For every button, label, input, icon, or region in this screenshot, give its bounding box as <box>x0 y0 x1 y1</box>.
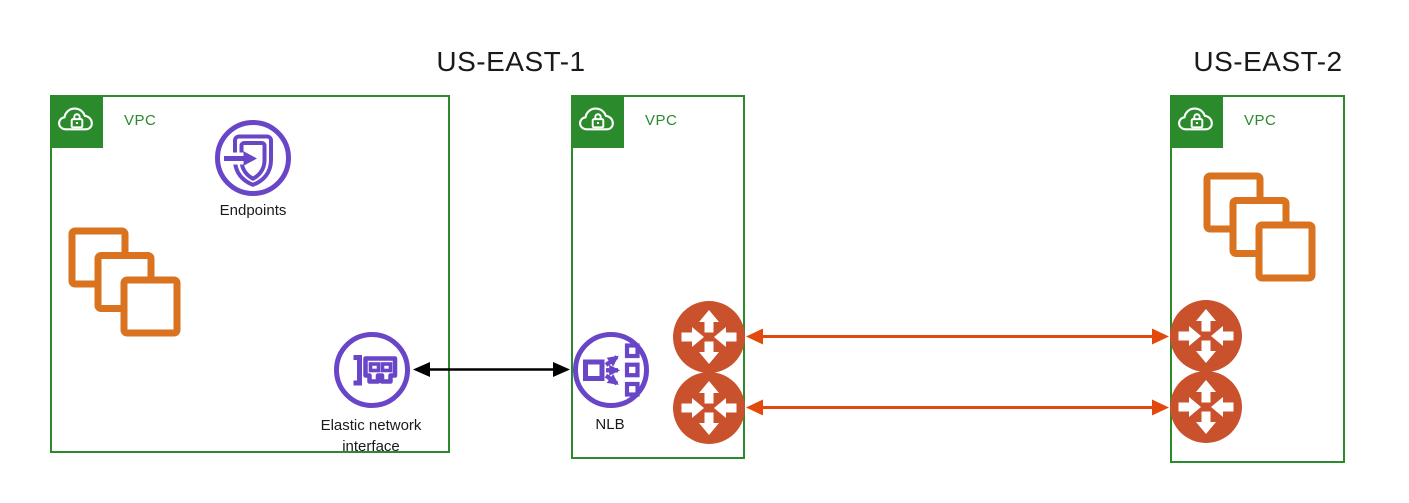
vpc-label: VPC <box>1244 112 1277 129</box>
region-title-us-east-2: US-EAST-2 <box>1193 46 1343 77</box>
nlb-node <box>572 331 650 414</box>
instance-stack-icon <box>68 227 181 337</box>
transit-gateway-icon <box>1170 300 1242 372</box>
transit-gateway-right-bottom <box>1170 371 1242 448</box>
endpoints-node <box>214 119 292 202</box>
transit-gateway-middle-bottom <box>673 372 745 449</box>
nlb-label: NLB <box>595 416 625 433</box>
transit-gateway-icon <box>673 372 745 444</box>
cloud-lock-icon <box>1177 106 1213 130</box>
network-load-balancer-icon <box>573 332 649 408</box>
instance-stack-icon <box>1203 172 1316 282</box>
transit-gateway-middle-top <box>673 301 745 378</box>
transit-gateway-icon <box>673 301 745 373</box>
cloud-lock-icon <box>578 106 614 130</box>
instance-stack-right <box>1203 172 1316 287</box>
region-title-us-east-1: US-EAST-1 <box>436 46 586 77</box>
vpc-cloud-lock-icon <box>1170 95 1223 148</box>
vpc-label: VPC <box>645 112 678 129</box>
vpc-box-us-east-1-right: VPC <box>571 95 745 459</box>
arrow-tgw-top <box>746 328 1169 345</box>
arrow-tgw-bottom <box>746 399 1169 416</box>
elastic-network-interface-node <box>333 331 411 414</box>
endpoints-label: Endpoints <box>219 202 287 219</box>
vpc-cloud-lock-icon <box>571 95 624 148</box>
transit-gateway-icon <box>1170 371 1242 443</box>
cloud-lock-icon <box>57 106 93 130</box>
instance-stack-left <box>68 227 181 342</box>
vpc-cloud-lock-icon <box>50 95 103 148</box>
vpc-endpoints-icon <box>215 120 291 196</box>
elastic-network-interface-icon <box>334 332 410 408</box>
elastic-network-interface-label: Elastic network interface <box>320 417 422 455</box>
vpc-label: VPC <box>124 112 157 129</box>
transit-gateway-right-top <box>1170 300 1242 377</box>
